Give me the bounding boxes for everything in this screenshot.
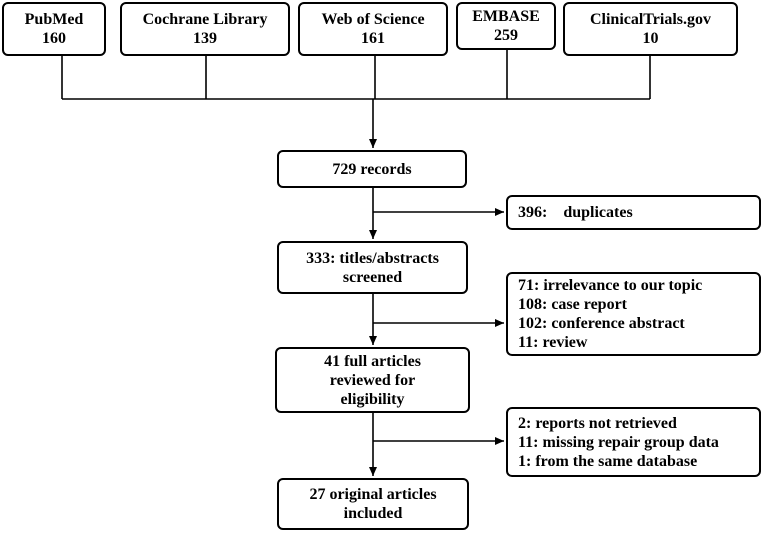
source-embase: EMBASE 259 (456, 2, 556, 50)
source-name: Web of Science (321, 11, 425, 28)
eligibility-exclusions-box: 2: reports not retrieved 11: missing rep… (506, 407, 761, 477)
exclusion-item: 71: irrelevance to our topic (518, 277, 703, 294)
source-name: Cochrane Library (142, 11, 268, 28)
screening-exclusions-box: 71: irrelevance to our topic 108: case r… (506, 272, 761, 356)
source-name: ClinicalTrials.gov (589, 11, 712, 28)
duplicates-box: 396: duplicates (506, 195, 761, 230)
screened-box: 333: titles/abstracts screened (277, 241, 468, 294)
duplicates-label: 396: duplicates (518, 204, 633, 221)
source-web-of-science: Web of Science 161 (298, 2, 448, 56)
source-cochrane: Cochrane Library 139 (120, 2, 290, 56)
screened-line-1: 333: titles/abstracts (306, 249, 439, 267)
included-line-2: included (343, 505, 403, 522)
source-count: 259 (494, 27, 518, 44)
records-box: 729 records (277, 150, 467, 188)
included-box: 27 original articles included (277, 478, 469, 530)
source-clinicaltrials: ClinicalTrials.gov 10 (563, 2, 738, 56)
source-count: 10 (642, 30, 659, 47)
exclusion-item: 108: case report (518, 296, 627, 313)
exclusion-item: 2: reports not retrieved (518, 414, 677, 432)
source-pubmed: PubMed 160 (2, 2, 106, 56)
included-line-1: 27 original articles (309, 486, 437, 503)
full-review-line-3: eligibility (340, 390, 405, 408)
exclusion-item: 102: conference abstract (518, 315, 685, 332)
exclusion-item: 11: review (518, 334, 588, 351)
records-label: 729 records (332, 160, 412, 178)
source-name: PubMed (24, 11, 84, 28)
full-review-line-1: 41 full articles (324, 352, 421, 370)
exclusion-item: 1: from the same database (518, 452, 698, 470)
full-review-box: 41 full articles reviewed for eligibilit… (275, 347, 470, 413)
exclusion-item: 11: missing repair group data (518, 433, 719, 451)
source-name: EMBASE (472, 8, 540, 25)
screened-line-2: screened (342, 268, 403, 286)
source-count: 139 (193, 30, 217, 47)
full-review-line-2: reviewed for (329, 371, 416, 389)
source-count: 161 (361, 30, 385, 47)
source-count: 160 (42, 30, 66, 47)
